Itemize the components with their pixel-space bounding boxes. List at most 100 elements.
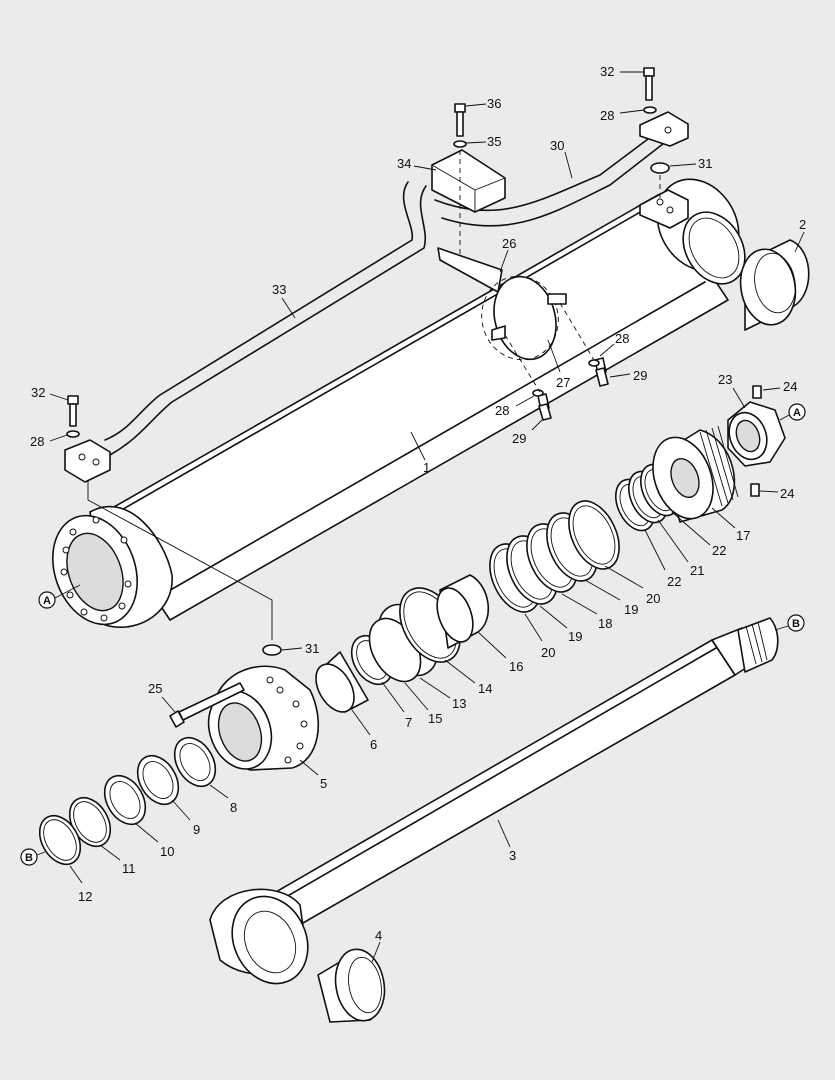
- washer-28-a: [588, 359, 600, 367]
- svg-text:34: 34: [397, 156, 411, 171]
- svg-text:B: B: [792, 618, 800, 630]
- svg-text:35: 35: [487, 134, 501, 149]
- callout-29a: 29: [609, 368, 647, 383]
- o-ring-31-top: [650, 162, 670, 174]
- washer-35: [453, 140, 467, 148]
- callout-32a: 32: [600, 64, 644, 79]
- svg-text:5: 5: [320, 776, 327, 791]
- callout-30: 30: [550, 138, 573, 179]
- svg-text:28: 28: [615, 331, 629, 346]
- callout-15: 15: [404, 682, 442, 726]
- piston-17: [652, 425, 739, 523]
- bolt-36: [454, 103, 466, 137]
- svg-text:26: 26: [502, 236, 516, 251]
- callout-28d: 28: [30, 434, 68, 449]
- svg-text:19: 19: [624, 602, 638, 617]
- callout-28a: 28: [599, 331, 629, 357]
- svg-text:15: 15: [428, 711, 442, 726]
- callout-20b: 20: [604, 565, 660, 606]
- callout-31a: 31: [669, 156, 712, 171]
- svg-text:20: 20: [646, 591, 660, 606]
- bolt-29-b: [537, 393, 552, 421]
- svg-text:24: 24: [783, 379, 797, 394]
- socket-bolt-25: [169, 682, 245, 728]
- callout-8: 8: [209, 784, 237, 815]
- callout-10: 10: [134, 822, 174, 859]
- svg-text:12: 12: [78, 889, 92, 904]
- svg-text:7: 7: [405, 715, 412, 730]
- callout-19b: 19: [584, 579, 638, 617]
- ref-marker-a-right: A: [779, 403, 806, 421]
- washer-28-top: [643, 106, 657, 114]
- callout-28b: 28: [495, 395, 535, 418]
- pipe-clamp-band: [437, 247, 567, 361]
- svg-text:36: 36: [487, 96, 501, 111]
- svg-text:25: 25: [148, 681, 162, 696]
- svg-text:23: 23: [718, 372, 732, 387]
- set-screw-24-top: [752, 385, 762, 399]
- callout-16: 16: [477, 631, 523, 674]
- piston-rod: [209, 617, 779, 985]
- callout-22b: 22: [671, 511, 726, 558]
- svg-text:29: 29: [512, 431, 526, 446]
- svg-text:27: 27: [556, 375, 570, 390]
- callout-36: 36: [465, 96, 501, 111]
- hydraulic-pipe-30: [434, 111, 689, 227]
- svg-text:18: 18: [598, 616, 612, 631]
- bolt-32-top: [643, 67, 655, 101]
- svg-text:28: 28: [600, 108, 614, 123]
- callout-2: 2: [794, 217, 806, 253]
- callout-13: 13: [419, 677, 466, 711]
- svg-text:24: 24: [780, 486, 794, 501]
- callout-1: 1: [410, 431, 430, 475]
- callout-4: 4: [371, 928, 382, 963]
- bushing-6: [315, 651, 369, 713]
- svg-text:11: 11: [122, 861, 136, 876]
- svg-text:3: 3: [509, 848, 516, 863]
- seal-9: [136, 754, 180, 806]
- svg-text:16: 16: [509, 659, 523, 674]
- callout-7: 7: [381, 681, 412, 730]
- washer-28-b: [532, 389, 544, 397]
- svg-text:9: 9: [193, 822, 200, 837]
- rod-gland: [207, 665, 320, 771]
- ref-marker-b-right: B: [774, 614, 805, 632]
- seal-8: [173, 736, 217, 788]
- callout-33: 33: [272, 282, 296, 319]
- callout-29b: 29: [512, 419, 543, 446]
- svg-text:22: 22: [712, 543, 726, 558]
- hydraulic-pipe-33: [64, 181, 427, 483]
- rear-bushing: [739, 239, 810, 331]
- front-bushing: [317, 948, 386, 1023]
- seal-10: [103, 774, 147, 826]
- svg-text:33: 33: [272, 282, 286, 297]
- seal-12: [38, 814, 82, 866]
- callout-32b: 32: [31, 385, 69, 401]
- svg-text:1: 1: [423, 460, 430, 475]
- svg-text:2: 2: [799, 217, 806, 232]
- callout-18: 18: [561, 593, 612, 631]
- callout-9: 9: [171, 799, 200, 837]
- piston-spacer-16: [436, 574, 490, 649]
- svg-text:32: 32: [600, 64, 614, 79]
- svg-text:6: 6: [370, 737, 377, 752]
- ref-marker-b-left: B: [20, 848, 46, 866]
- callout-14: 14: [444, 659, 492, 696]
- svg-text:10: 10: [160, 844, 174, 859]
- flange-block: [431, 149, 506, 213]
- callout-21: 21: [657, 519, 704, 578]
- callout-24a: 24: [762, 379, 797, 394]
- svg-text:21: 21: [690, 563, 704, 578]
- callout-17: 17: [711, 507, 750, 543]
- svg-text:17: 17: [736, 528, 750, 543]
- svg-text:28: 28: [495, 403, 509, 418]
- svg-text:32: 32: [31, 385, 45, 400]
- callout-28c: 28: [600, 108, 645, 123]
- svg-text:31: 31: [698, 156, 712, 171]
- callout-22a: 22: [644, 529, 681, 589]
- callout-25: 25: [148, 681, 176, 713]
- callout-27: 27: [547, 339, 570, 390]
- callout-6: 6: [351, 709, 377, 752]
- svg-text:13: 13: [452, 696, 466, 711]
- svg-text:4: 4: [375, 928, 382, 943]
